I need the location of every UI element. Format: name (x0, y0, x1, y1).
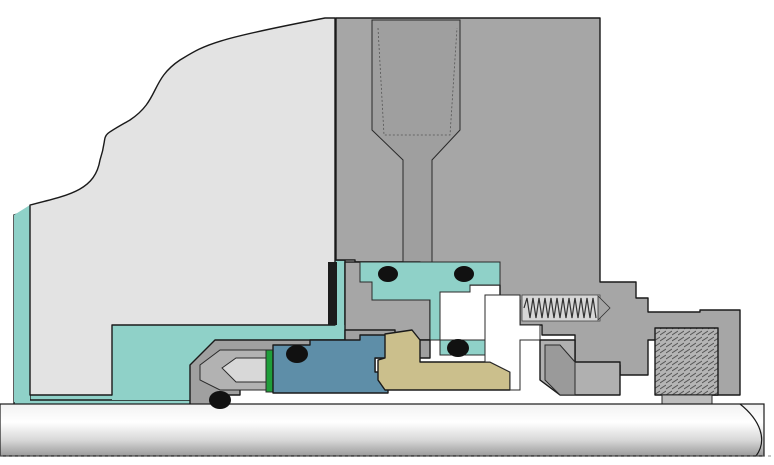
oring-2 (452, 264, 476, 284)
shaft (0, 403, 765, 457)
set-screw (654, 327, 719, 396)
gland-gasket (328, 262, 337, 325)
pump-housing (29, 17, 336, 396)
flush-port-taper (377, 27, 458, 136)
oring-4 (447, 339, 469, 357)
oring-3 (286, 345, 308, 363)
fluid-lower-chamber (112, 325, 345, 400)
oring-1 (376, 264, 400, 284)
seal-chamber (484, 294, 541, 391)
collar-chamfer (544, 344, 576, 396)
fluid-gap (14, 205, 30, 402)
seal-spring (521, 294, 611, 322)
oring-5 (209, 391, 231, 409)
green-ring (265, 349, 274, 393)
shaft-break (739, 403, 763, 457)
